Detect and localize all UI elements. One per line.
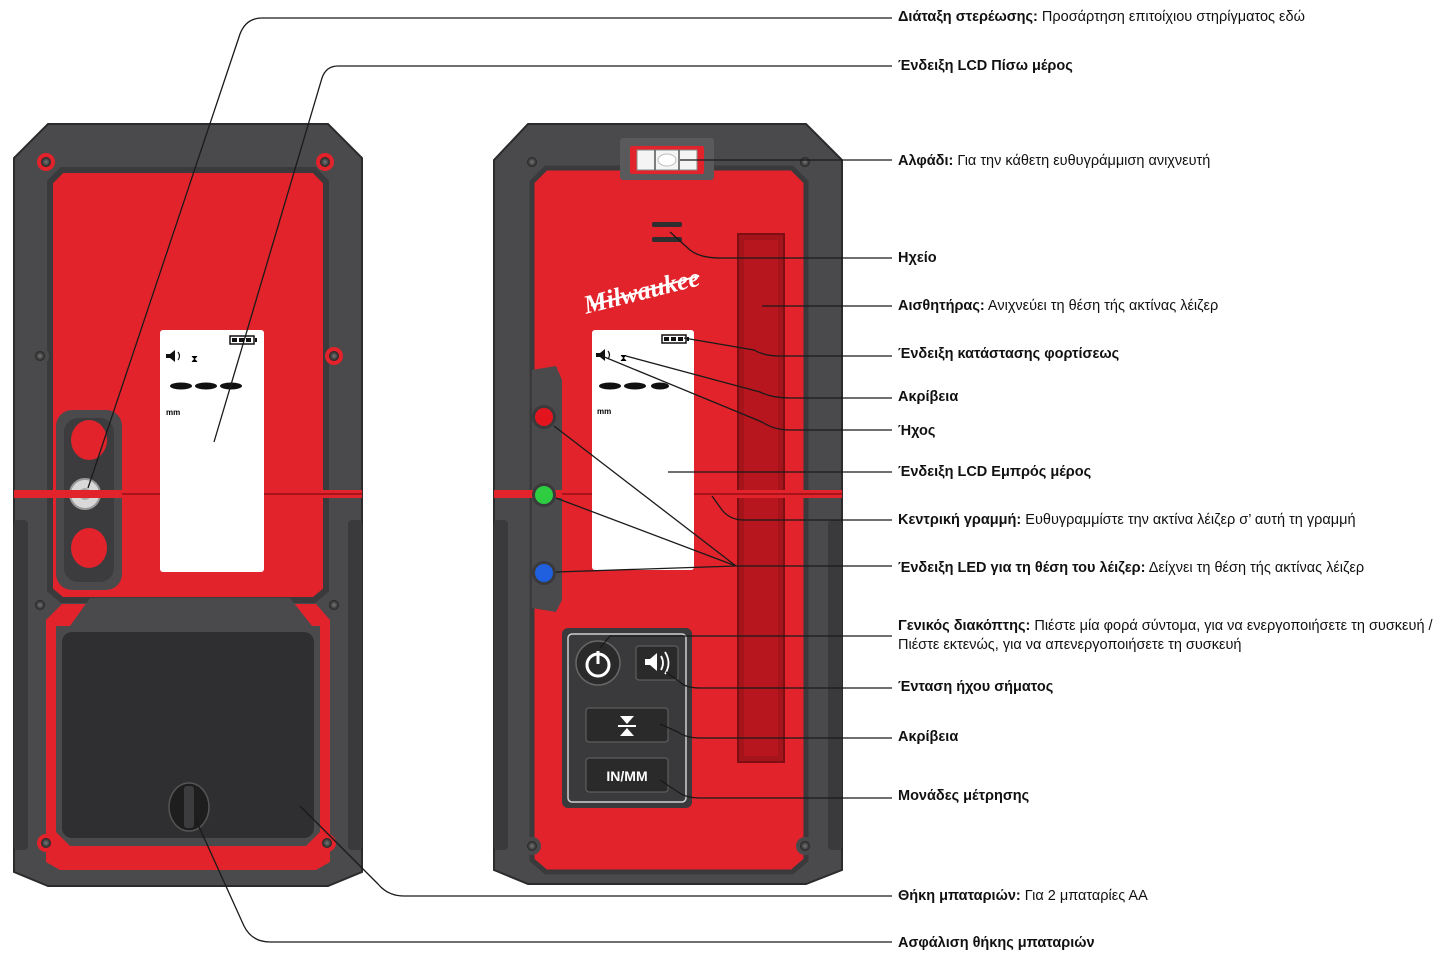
leader-master [599, 635, 892, 649]
receiver-back-view: ⧗ mm [13, 123, 363, 887]
label-lcd-front: Ένδειξη LCD Εμπρός μέρος [898, 464, 1092, 480]
label-battery-compartment: Θήκη μπαταριών: Για 2 μπαταρίες ΑΑ [898, 888, 1148, 904]
back-battery-indicator [229, 335, 257, 345]
label-volume: Ένταση ήχου σήματος [898, 679, 1054, 695]
label-led: Ένδειξη LED για τη θέση του λέιζερ: Δείχ… [898, 560, 1365, 576]
back-inner-frame [47, 167, 329, 603]
speaker-grille [652, 222, 682, 242]
leader-battery-compartment [299, 805, 892, 897]
back-bolts [31, 153, 343, 852]
receiver-front-view: Milwaukee ⧗ [493, 123, 843, 885]
label-battery-status: Ένδειξη κατάστασης φορτίσεως [898, 346, 1120, 362]
leader-volume [665, 671, 892, 689]
leader-accuracy-2 [659, 723, 892, 739]
leader-lcd-back [213, 65, 892, 443]
front-lcd-dashes [599, 382, 669, 390]
units-button-label: IN/MM [606, 768, 647, 784]
back-lcd-unit: mm [166, 408, 180, 417]
leader-lines [87, 17, 892, 943]
leader-speaker [669, 231, 892, 259]
back-sound-icon [166, 350, 181, 362]
front-side-grips [494, 520, 842, 850]
leader-accuracy-1 [625, 355, 892, 399]
front-accuracy-icon: ⧗ [620, 353, 627, 364]
label-lcd-back: Ένδειξη LCD Πίσω μέρος [898, 58, 1073, 74]
front-lcd [592, 330, 694, 570]
label-level: Αλφάδι: Για την κάθετη ευθυγράμμιση ανιχ… [898, 153, 1211, 169]
leader-sound [601, 355, 892, 431]
label-accuracy-2: Ακρίβεια [898, 729, 959, 745]
back-side-grips [14, 520, 362, 850]
label-sensor: Αισθητήρας: Ανιχνεύει τη θέση τής ακτίνα… [898, 298, 1219, 314]
label-battery-lock: Ασφάλιση θήκης μπαταριών [898, 935, 1095, 951]
label-speaker: Ηχείο [898, 250, 937, 266]
back-lcd [160, 330, 264, 572]
label-center-line: Κεντρική γραμμή: Ευθυγραμμίστε την ακτίν… [898, 512, 1356, 528]
accuracy-button[interactable] [585, 707, 669, 743]
leader-units [659, 779, 892, 799]
label-units: Μονάδες μέτρησης [898, 788, 1030, 804]
label-master-switch: Γενικός διακόπτης: Πιέστε μία φορά σύντο… [898, 618, 1433, 653]
label-accuracy-1: Ακρίβεια [898, 389, 959, 405]
back-accuracy-icon: ⧗ [191, 354, 198, 365]
leader-battery-status [683, 337, 892, 357]
leader-mount [87, 17, 892, 489]
bubble-level [620, 138, 714, 180]
label-sound: Ήχος [898, 423, 936, 439]
units-button[interactable]: IN/MM [585, 757, 669, 793]
label-mount: Διάταξη στερέωσης: Προσάρτηση επιτοίχιου… [898, 9, 1305, 25]
power-button[interactable] [575, 640, 621, 686]
volume-button[interactable] [635, 645, 679, 681]
battery-lock-knob [168, 782, 210, 832]
leader-led [553, 425, 892, 573]
leader-center-line [711, 495, 892, 521]
front-lcd-unit: mm [597, 407, 611, 416]
leader-battery-lock [195, 819, 892, 943]
